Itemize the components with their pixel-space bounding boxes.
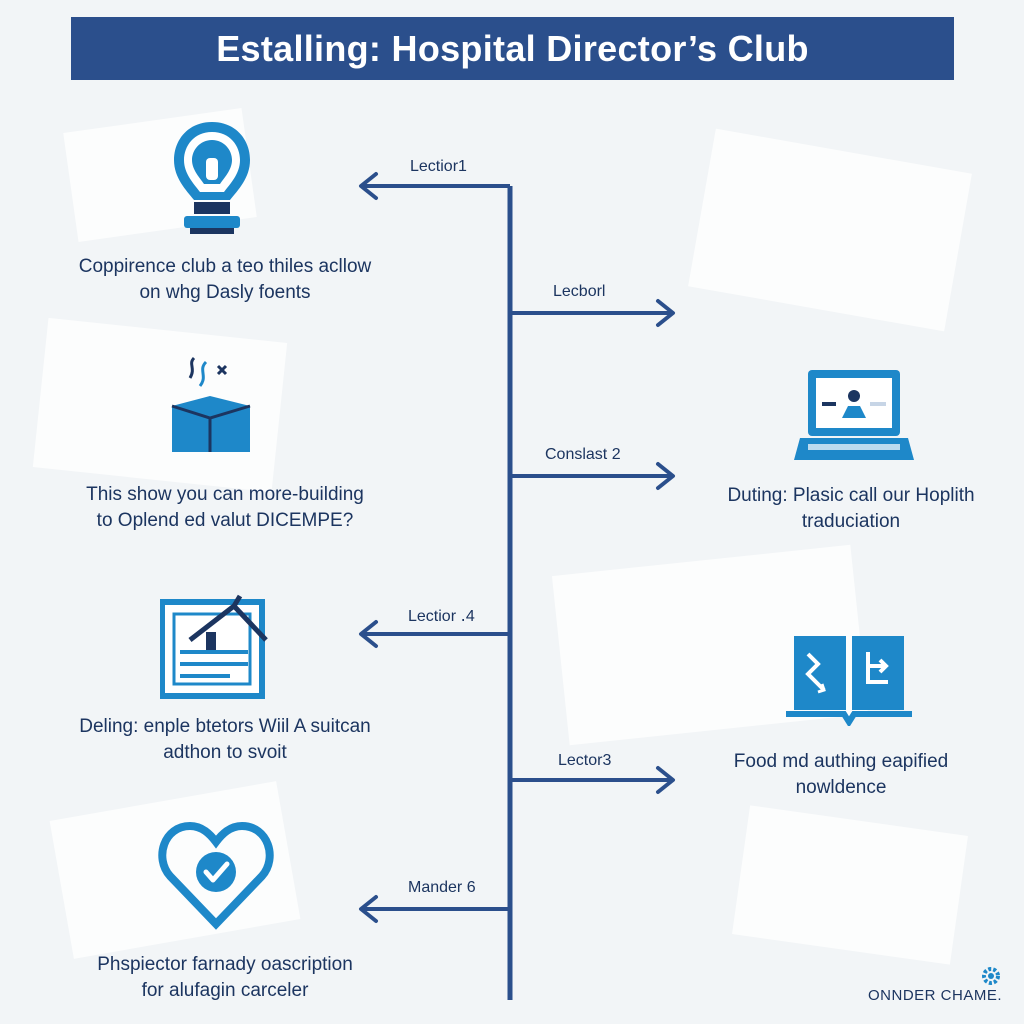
description-line: Coppirence club a teo thiles acllow xyxy=(78,256,372,277)
description-line: to Oplend ed valut DICEMPE? xyxy=(96,510,354,531)
item-description: Phspiector farnady oascription for alufa… xyxy=(12,952,438,1004)
description-line: Duting: Plasic call our Hoplith xyxy=(727,485,975,506)
item-description: Duting: Plasic call our Hoplith traducia… xyxy=(686,483,1016,535)
branch-label: Conslast 2 xyxy=(545,446,621,463)
description-line: This show you can more-building xyxy=(86,484,364,505)
description-line: for alufagin carceler xyxy=(141,980,309,1001)
description-line: nowldence xyxy=(795,777,887,798)
title-banner: Estalling: Hospital Director’s Club xyxy=(71,17,954,80)
description-line: traduciation xyxy=(801,511,901,532)
description-line: Phspiector farnady oascription xyxy=(97,954,353,975)
item-description: Deling: enple btetors Wiil A suitcan adt… xyxy=(12,714,438,766)
arrow-right-icon xyxy=(656,462,675,490)
arrow-left-icon xyxy=(359,895,378,923)
item-description: Coppirence club a teo thiles acllow on w… xyxy=(12,254,438,306)
branch-label: Mander 6 xyxy=(408,879,476,896)
description-line: on whg Dasly foents xyxy=(139,282,311,303)
open-box-icon xyxy=(171,356,251,452)
arrow-right-icon xyxy=(656,766,675,794)
branch-label: Lector3 xyxy=(558,752,612,769)
branch-label: Lecborl xyxy=(553,283,606,300)
description-line: Deling: enple btetors Wiil A suitcan xyxy=(79,716,371,737)
arrow-left-icon xyxy=(359,620,378,648)
gear-icon xyxy=(982,967,1000,985)
arrow-left-icon xyxy=(359,172,378,200)
description-line: adthon to svoit xyxy=(163,742,287,763)
item-description: This show you can more-building to Oplen… xyxy=(12,482,438,534)
open-book-icon xyxy=(786,636,912,726)
branch-label: Lectior ․4 xyxy=(408,608,475,625)
page-title: Estalling: Hospital Director’s Club xyxy=(216,27,809,69)
item-description: Food md authing eapified nowldence xyxy=(676,749,1006,801)
laptop-icon xyxy=(794,370,914,460)
description-line: Food md authing eapified xyxy=(733,751,949,772)
branch-label: Lectior1 xyxy=(410,158,467,175)
lightbulb-icon xyxy=(174,122,250,234)
chart-board-icon xyxy=(160,594,268,699)
heart-check-icon xyxy=(158,821,274,930)
arrow-right-icon xyxy=(656,299,675,327)
footer-brand-text: ONNDER CHAME. xyxy=(867,987,1002,1004)
footer-logo: ONNDER CHAME. xyxy=(868,965,1002,1004)
